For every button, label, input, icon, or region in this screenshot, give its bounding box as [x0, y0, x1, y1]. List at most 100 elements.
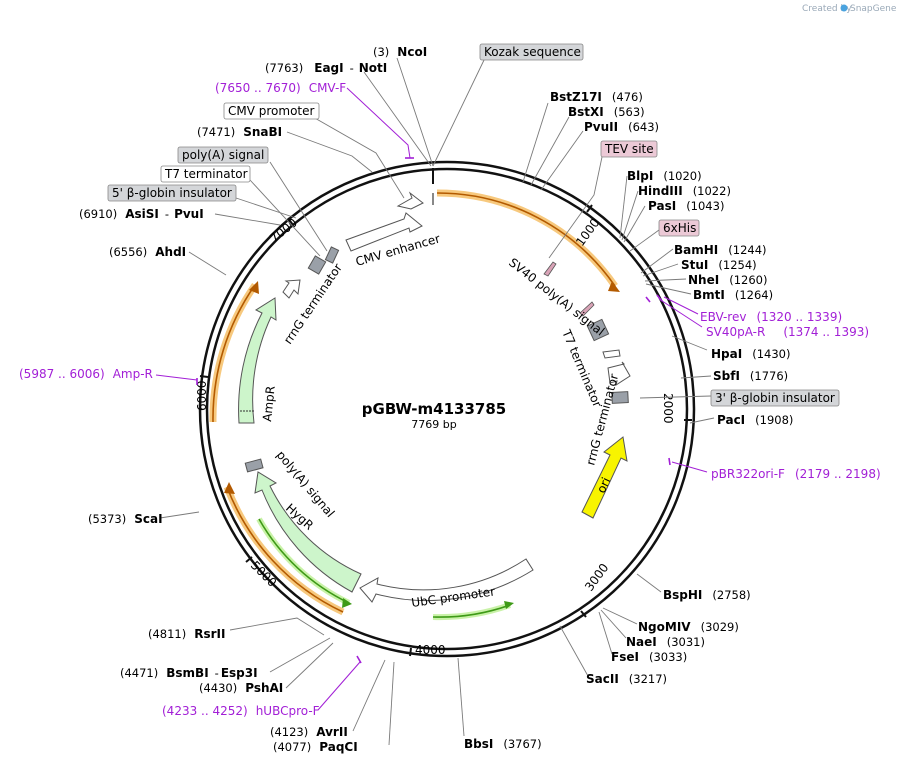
leader-cmvf — [346, 87, 411, 159]
blpi-site[interactable]: BlpI(1020) — [627, 169, 702, 183]
his6-marker — [579, 301, 595, 317]
hygr-green-line — [258, 518, 350, 604]
avrii-site[interactable]: (4123)AvrII — [270, 725, 348, 739]
ngomiv-site[interactable]: NgoMIV(3029) — [638, 620, 739, 634]
cmv-promoter-label[interactable]: CMV promoter — [228, 104, 315, 118]
ori-label: ori — [594, 475, 613, 495]
leader-ahdi — [188, 251, 227, 276]
leader-sv40pa — [658, 298, 703, 328]
tick-mark-3000 — [580, 610, 587, 618]
polya-signal-box — [177, 146, 269, 164]
leader-avrii — [352, 659, 386, 732]
leader-scai — [159, 511, 200, 519]
sacii-site[interactable]: SacII(3217) — [586, 672, 667, 686]
stui-site[interactable]: StuI(1254) — [681, 258, 757, 272]
paqci-site[interactable]: (4077)PaqCI — [273, 740, 358, 754]
bamhi-site[interactable]: BamHI(1244) — [674, 243, 767, 257]
leader-ampr-primer — [155, 374, 198, 381]
leader-paci — [689, 417, 715, 424]
ahdi-site[interactable]: (6556)AhdI — [109, 245, 186, 259]
bglobin-3-label[interactable]: 3' β-globin insulator — [715, 391, 835, 405]
leader-pbr322 — [671, 461, 708, 473]
bbsi-site[interactable]: BbsI(3767) — [464, 737, 542, 751]
hygr-line — [226, 486, 344, 613]
tick-mark-4000 — [409, 647, 412, 657]
leader-ngomiv — [602, 607, 638, 625]
created-by-text: Created by — [802, 4, 852, 14]
leader-psti — [623, 205, 646, 243]
leader-bstz17i — [522, 102, 549, 183]
tick-7000: 7000 — [267, 216, 300, 246]
hindiii-site[interactable]: HindIII(1022) — [638, 184, 731, 198]
bglobin-5-label[interactable]: 5' β-globin insulator — [112, 186, 232, 200]
leader-noti — [363, 71, 432, 167]
naei-site[interactable]: NaeI(3031) — [626, 635, 705, 649]
tev-site-label[interactable]: TEV site — [604, 142, 654, 156]
scai-site[interactable]: (5373)ScaI — [88, 512, 163, 526]
nhei-site[interactable]: NheI(1260) — [688, 273, 767, 287]
sbfi-site[interactable]: SbfI(1776) — [713, 369, 788, 383]
bstxi-site[interactable]: BstXI(563) — [568, 105, 645, 119]
leader-ebv — [663, 296, 699, 315]
rrng-terminator-left-arrow — [282, 279, 301, 299]
polya-signal-label[interactable]: poly(A) signal — [182, 148, 264, 162]
leader-bbsi — [457, 657, 465, 737]
rsrii-site[interactable]: (4811)RsrII — [148, 627, 225, 641]
cmv-promoter-box — [223, 102, 320, 120]
hubc-primer[interactable]: (4233 .. 4252)hUBCpro-F — [162, 704, 320, 718]
hpai-site[interactable]: HpaI(1430) — [711, 347, 790, 361]
tick-mark-5000 — [245, 556, 253, 563]
enzyme-labels: (3)NcoI (7763)EagI-NotI (7471)SnaBI (691… — [79, 45, 793, 754]
bottom-green-arrowhead — [504, 601, 514, 609]
t7-terminator-label[interactable]: T7 terminator — [164, 167, 248, 181]
leader-polya — [269, 161, 328, 252]
bsmbi-esp3i-site[interactable]: (4471)BsmBI-Esp3I — [120, 666, 258, 680]
kozak-label[interactable]: Kozak sequence — [484, 45, 581, 59]
pvuii-site[interactable]: PvuII(643) — [584, 120, 659, 134]
hygr-arrowhead-orange — [224, 482, 235, 494]
bottom-green-line — [432, 604, 511, 618]
plasmid-length: 7769 bp — [411, 418, 456, 431]
eagi-noti-site[interactable]: (7763)EagI-NotI — [265, 61, 387, 75]
tick-mark-6000 — [199, 375, 209, 378]
pbr322ori-f-primer[interactable]: pBR322ori-F(2179 .. 2198) — [711, 467, 881, 481]
ampr-primer[interactable]: (5987 .. 6006)Amp-R — [19, 367, 153, 381]
backbone — [198, 160, 696, 658]
primer-mark-sv40 — [645, 296, 651, 303]
leader-lines — [155, 57, 715, 746]
tev-site-marker — [543, 261, 557, 277]
rrng-terminator-right-arrow — [607, 361, 631, 387]
ncoi-site[interactable]: (3)NcoI — [373, 45, 427, 59]
leader-bamhi — [640, 248, 674, 274]
ebv-rev-primer[interactable]: EBV-rev(1320 .. 1339) — [700, 310, 842, 324]
fsei-site[interactable]: FseI(3033) — [611, 650, 687, 664]
bstz17i-site[interactable]: BstZ17I(476) — [550, 90, 643, 104]
bsphi-site[interactable]: BspHI(2758) — [663, 588, 751, 602]
orf-line-top — [436, 192, 616, 287]
snapgene-branding: Created by SnapGene — [802, 4, 897, 14]
leader-pvuii — [540, 130, 584, 191]
bmti-site[interactable]: BmtI(1264) — [693, 288, 773, 302]
snabi-site[interactable]: (7471)SnaBI — [197, 125, 282, 139]
asisi-pvui-site[interactable]: (6910)AsiSI-PvuI — [79, 207, 204, 221]
his6-label[interactable]: 6xHis — [663, 221, 696, 235]
hygr-green-arrowhead — [342, 598, 352, 608]
amp-line — [212, 284, 256, 423]
pshai-site[interactable]: (4430)PshAI — [199, 681, 283, 695]
leader-cmv-promoter — [305, 112, 405, 199]
leader-bmti — [645, 283, 692, 295]
t7-polya-box — [324, 246, 340, 264]
leader-pshai — [285, 642, 334, 689]
polya-box-left — [244, 458, 264, 473]
ampr-arrow — [238, 297, 277, 424]
pasi-site[interactable]: PasI(1043) — [648, 199, 724, 213]
tev-site-box — [600, 140, 658, 158]
sv40pa-r-primer[interactable]: SV40pA-R(1374 .. 1393) — [706, 325, 869, 339]
leader-kozak — [432, 57, 486, 167]
ubc-promoter-arrow — [359, 558, 534, 603]
tick-2000: 2000 — [661, 393, 675, 424]
paci-site[interactable]: PacI(1908) — [717, 413, 793, 427]
primer-mark-pbr322 — [668, 457, 671, 466]
cmvf-primer[interactable]: (7650 .. 7670)CMV-F — [215, 81, 346, 95]
